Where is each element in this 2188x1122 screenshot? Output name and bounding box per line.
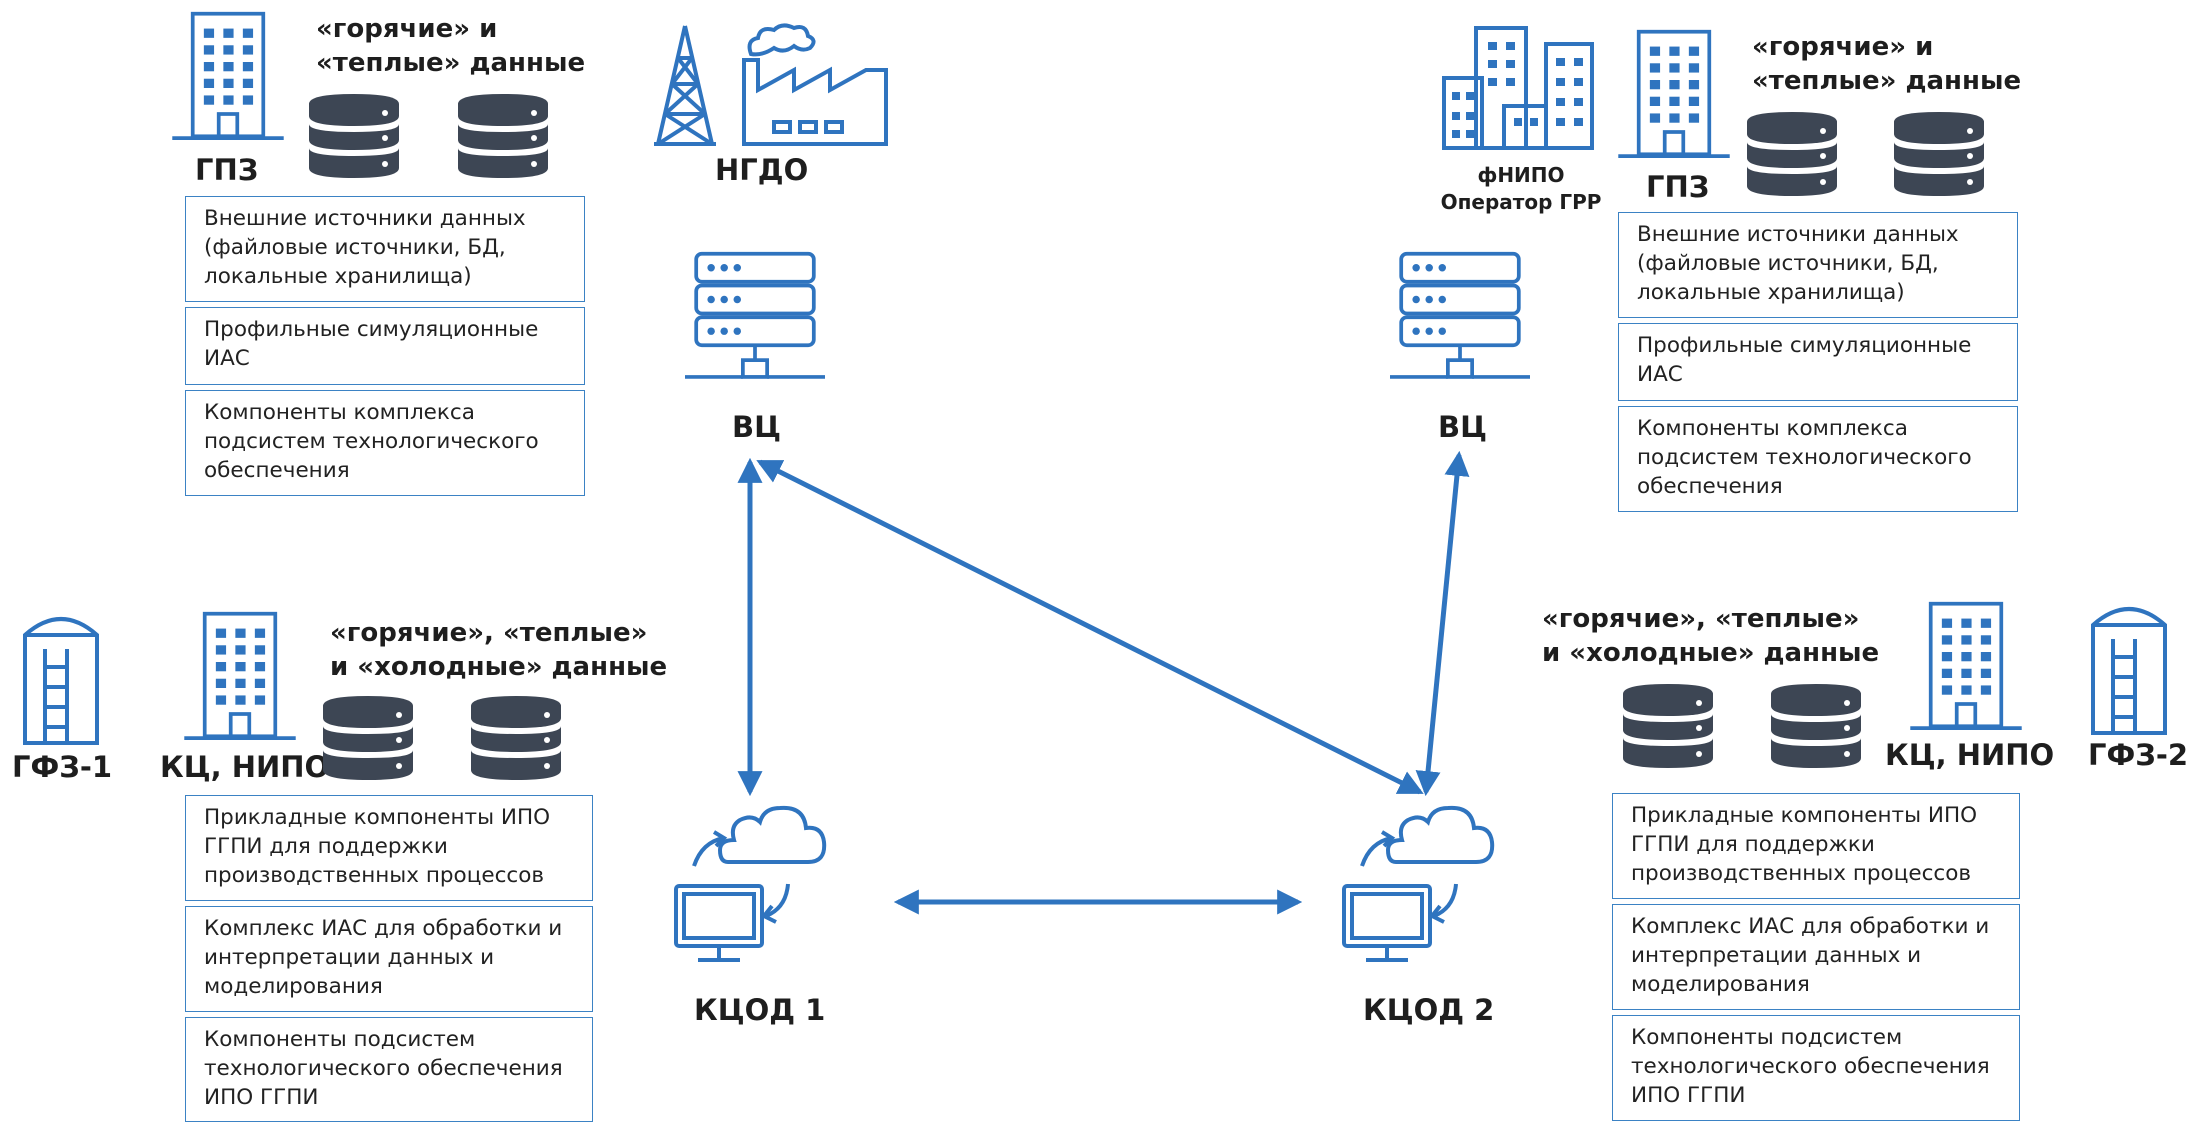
kcod1-label: КЦОД 1 bbox=[694, 993, 826, 1027]
database-icon bbox=[1623, 684, 1713, 768]
database-icon bbox=[309, 94, 399, 178]
info-box-right-bottom-2: Комплекс ИАС для обработки и интерпретац… bbox=[1612, 904, 2020, 1010]
cloud-computer-icon bbox=[1342, 805, 1495, 962]
silo-icon bbox=[2086, 595, 2172, 735]
database-icon bbox=[1747, 112, 1837, 196]
info-box-left-bottom-2: Комплекс ИАС для обработки и интерпретац… bbox=[185, 906, 593, 1012]
info-box-left-top-1: Внешние источники данных (файловые источ… bbox=[185, 196, 585, 302]
fnipo-label: фНИПО Оператор ГРР bbox=[1440, 163, 1602, 214]
info-box-right-top-3: Компоненты комплекса подсистем технологи… bbox=[1618, 406, 2018, 512]
arrow-vc2-kcod2 bbox=[1415, 450, 1470, 797]
ngdo-label: НГДО bbox=[715, 153, 809, 187]
info-box-left-bottom-3: Компоненты подсистем технологического об… bbox=[185, 1017, 593, 1122]
data-heading-right-top: «горячие» и «теплые» данные bbox=[1752, 32, 2022, 96]
info-box-right-top-2: Профильные симуляционные ИАС bbox=[1618, 323, 2018, 401]
info-box-left-bottom-1: Прикладные компоненты ИПО ГГПИ для подде… bbox=[185, 795, 593, 901]
kc-nipo-label-left: КЦ, НИПО bbox=[160, 750, 330, 784]
database-icon bbox=[1771, 684, 1861, 768]
info-box-left-top-2: Профильные симуляционные ИАС bbox=[185, 307, 585, 385]
factory-icon bbox=[742, 23, 888, 146]
silo-icon bbox=[18, 605, 104, 745]
database-icon bbox=[323, 696, 413, 780]
database-icon bbox=[458, 94, 548, 178]
info-box-left-top-3: Компоненты комплекса подсистем технологи… bbox=[185, 390, 585, 496]
kcod2-label: КЦОД 2 bbox=[1363, 993, 1495, 1027]
data-heading-left-top: «горячие» и «теплые» данные bbox=[316, 14, 586, 78]
server-icon bbox=[1388, 251, 1532, 379]
arrow-vc1-kcod2 bbox=[756, 459, 1424, 795]
kc-nipo-label-right: КЦ, НИПО bbox=[1885, 738, 2055, 772]
building-icon bbox=[170, 11, 286, 140]
info-box-right-bottom-3: Компоненты подсистем технологического об… bbox=[1612, 1015, 2020, 1121]
gpz-label-left: ГПЗ bbox=[195, 153, 259, 187]
database-icon bbox=[1894, 112, 1984, 196]
database-icon bbox=[471, 696, 561, 780]
data-heading-right-bottom: «горячие», «теплые» и «холодные» данные bbox=[1542, 604, 1880, 668]
vc-label-left: ВЦ bbox=[732, 410, 782, 444]
cloud-computer-icon bbox=[674, 805, 827, 962]
gpz-label-right: ГПЗ bbox=[1646, 170, 1710, 204]
info-box-right-top-1: Внешние источники данных (файловые источ… bbox=[1618, 212, 2018, 318]
building-icon bbox=[1908, 601, 2024, 730]
gfz1-label: ГФЗ-1 bbox=[12, 750, 113, 784]
office-buildings-icon bbox=[1442, 26, 1594, 150]
server-icon bbox=[683, 251, 827, 379]
building-icon bbox=[182, 611, 298, 740]
vc-label-right: ВЦ bbox=[1438, 410, 1488, 444]
gfz2-label: ГФЗ-2 bbox=[2088, 738, 2188, 772]
data-heading-left-bottom: «горячие», «теплые» и «холодные» данные bbox=[330, 618, 668, 682]
building-icon bbox=[1616, 29, 1732, 158]
oil-rig-icon bbox=[654, 25, 716, 146]
info-box-right-bottom-1: Прикладные компоненты ИПО ГГПИ для подде… bbox=[1612, 793, 2020, 899]
